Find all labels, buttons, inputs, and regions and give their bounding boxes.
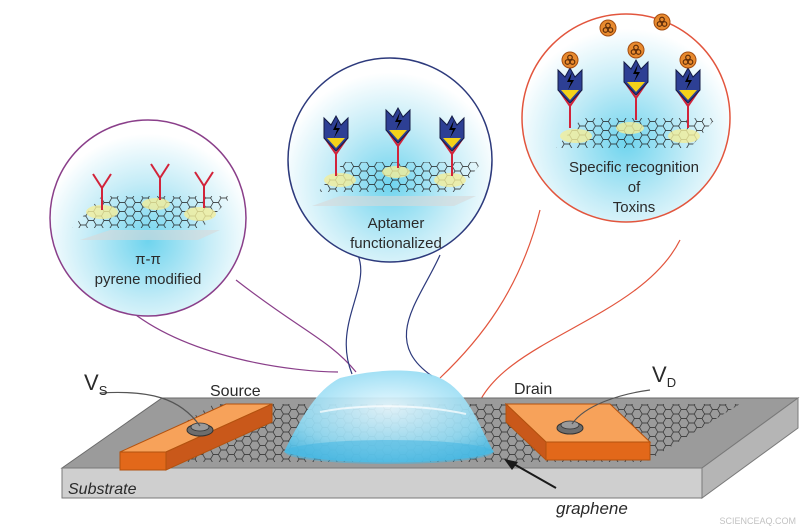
- left-callout-line-2: [235, 279, 357, 373]
- right-circle-line3: Toxins: [613, 199, 656, 216]
- source-wire: [99, 391, 201, 427]
- vd-subscript: D: [667, 375, 676, 390]
- left-circle-line2: pyrene modified: [95, 271, 202, 288]
- source-electrode: [119, 403, 273, 471]
- toxin-molecule: [679, 51, 697, 69]
- graphene-patch-middle: [312, 162, 482, 206]
- toxin-molecule: [653, 13, 671, 31]
- drain-label: Drain: [514, 381, 552, 398]
- middle-circle-line2: functionalized: [350, 235, 442, 252]
- liquid-droplet: [284, 370, 494, 464]
- toxin-molecule: [561, 51, 579, 69]
- vd-main: V: [652, 362, 667, 387]
- graphene-arrow: [504, 459, 557, 489]
- graphene-patch-right: [556, 118, 716, 148]
- vs-label: VS: [84, 370, 108, 398]
- vs-subscript: S: [99, 383, 108, 398]
- toxin-molecule: [627, 41, 645, 59]
- right-callout-line: [439, 209, 541, 379]
- graphene-patch-left: [72, 196, 232, 240]
- drain-wire: [571, 389, 651, 425]
- circle-aptamer-functionalized: Aptamer functionalized: [287, 57, 493, 263]
- right-callout-line-2: [475, 239, 681, 411]
- watermark: SCIENCEAQ.COM: [719, 516, 796, 526]
- circle-pyrene-modified: π-π pyrene modified: [49, 119, 247, 317]
- left-circle-line1: π-π: [135, 251, 161, 268]
- toxin-molecule: [599, 19, 617, 37]
- right-circle-line2: of: [628, 179, 641, 196]
- graphene-label: graphene: [556, 499, 628, 518]
- source-label: Source: [210, 383, 261, 400]
- vs-main: V: [84, 370, 99, 395]
- left-callout-line: [117, 299, 339, 373]
- middle-callout-line-2: [405, 254, 441, 377]
- right-circle-line1: Specific recognition: [569, 159, 699, 176]
- middle-callout-line: [345, 244, 362, 375]
- vd-label: VD: [652, 362, 676, 390]
- drain-electrode: [504, 402, 652, 462]
- circle-toxin-recognition: Specific recognition of Toxins: [521, 13, 731, 223]
- substrate-label: Substrate: [68, 481, 137, 498]
- middle-circle-line1: Aptamer: [368, 215, 425, 232]
